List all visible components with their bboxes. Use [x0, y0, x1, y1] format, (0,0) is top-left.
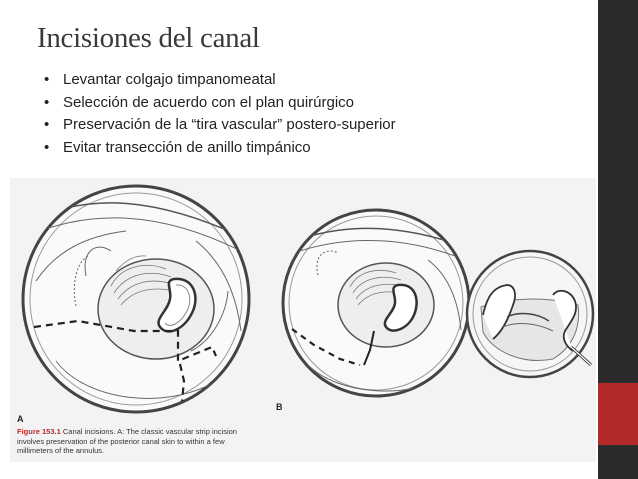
bullet-dot: •	[44, 93, 50, 111]
side-accent-block	[598, 383, 638, 445]
bullet-item: • Preservación de la “tira vascular” post…	[44, 114, 396, 137]
figure-label-b: B	[276, 402, 283, 412]
figure-label-a: A	[17, 414, 24, 424]
bullet-item: • Selección de acuerdo con el plan quirúr…	[44, 92, 396, 115]
bullet-item: • Evitar transección de anillo timpánico	[44, 137, 396, 160]
caption-text: Canal incisions. A: The classic vascular…	[17, 427, 237, 455]
bullet-text: Evitar transección de anillo timpánico	[63, 138, 311, 156]
bullet-text: Selección de acuerdo con el plan quirúrg…	[63, 93, 355, 111]
bullet-text: Levantar colgajo timpanomeatal	[63, 71, 276, 88]
illustration-b	[281, 208, 471, 398]
bullet-item: • Levantar colgajo timpanomeatal	[44, 69, 396, 92]
illustration-a	[21, 184, 251, 414]
figure-caption: Figure 153.1 Canal incisions. A: The cla…	[17, 427, 257, 456]
illustration-c	[465, 249, 595, 379]
bullet-list: • Levantar colgajo timpanomeatal • Selecci…	[44, 69, 396, 159]
slide-title: Incisiones del canal	[37, 22, 260, 54]
bullet-dot: •	[44, 138, 50, 156]
bullet-text: Preservación de la “tira vascular” poste…	[63, 116, 396, 133]
bullet-dot: •	[44, 116, 50, 133]
bullet-dot: •	[44, 71, 50, 88]
caption-lead: Figure 153.1	[17, 427, 61, 436]
